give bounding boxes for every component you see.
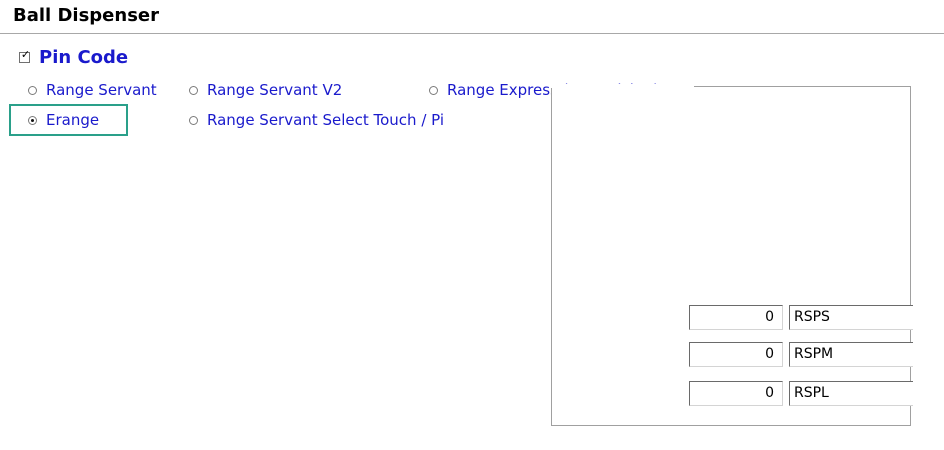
checkbox-box[interactable]: ✓ <box>19 47 31 63</box>
radio-range-servant-v2[interactable]: Range Servant V2 <box>189 80 342 100</box>
panel-label-gap <box>551 84 694 88</box>
counter-row-rspl <box>689 380 913 406</box>
rsps-count-input[interactable] <box>689 304 783 330</box>
radio-button-icon[interactable] <box>189 85 198 95</box>
radio-range-servant-select-touch[interactable]: Range Servant Select Touch / Pi <box>189 110 444 130</box>
radio-label[interactable]: Range Servant Select Touch / Pi <box>207 111 445 129</box>
section-title: Ball Dispenser <box>13 5 160 26</box>
radio-erange[interactable]: Erange <box>28 110 99 130</box>
dispenser-settings-panel <box>551 86 911 426</box>
rspl-code-input[interactable] <box>789 380 913 406</box>
rsps-code-input[interactable] <box>789 304 913 330</box>
rspl-count-input[interactable] <box>689 380 783 406</box>
title-divider <box>0 33 944 34</box>
checkmark-icon: ✓ <box>20 47 31 61</box>
radio-button-icon[interactable] <box>189 115 198 125</box>
radio-button-selected-icon[interactable] <box>28 115 37 125</box>
pin-code-checkbox[interactable]: ✓ Pin Code <box>19 46 128 68</box>
counter-row-rspm <box>689 341 913 367</box>
radio-label[interactable]: Erange <box>46 111 100 129</box>
rspm-code-input[interactable] <box>789 341 913 367</box>
radio-button-icon[interactable] <box>28 85 37 95</box>
rspm-count-input[interactable] <box>689 341 783 367</box>
radio-button-icon[interactable] <box>429 85 438 95</box>
counter-row-rsps <box>689 304 913 330</box>
radio-label[interactable]: Range Servant <box>46 81 157 99</box>
pin-code-label[interactable]: Pin Code <box>39 46 129 68</box>
radio-label[interactable]: Range Servant V2 <box>207 81 343 99</box>
radio-range-servant[interactable]: Range Servant <box>28 80 157 100</box>
